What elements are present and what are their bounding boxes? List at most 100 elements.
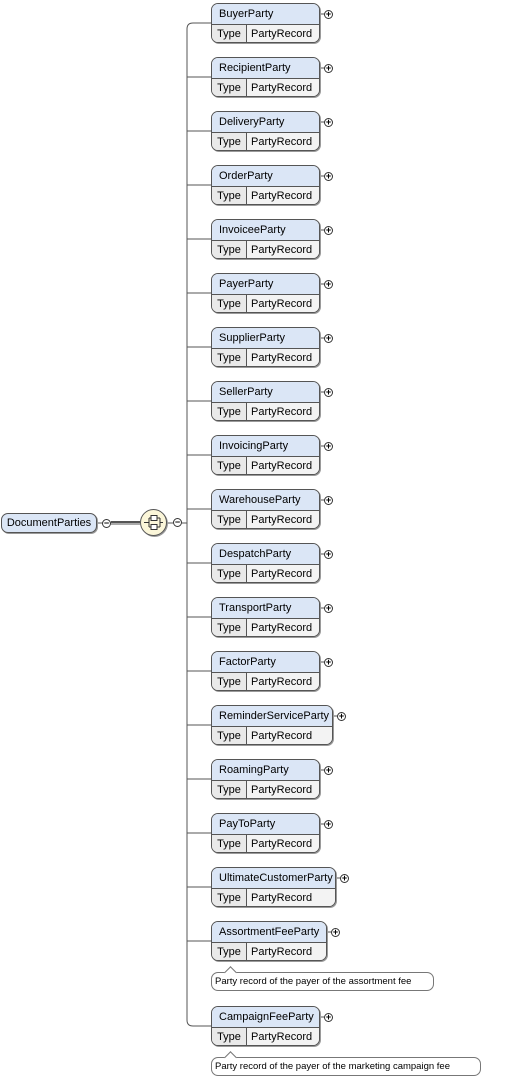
type-value: PartyRecord <box>247 727 332 744</box>
type-key-label: Type <box>212 241 247 258</box>
type-key-label: Type <box>212 187 247 204</box>
type-key-label: Type <box>212 565 247 582</box>
element-name: WarehouseParty <box>212 490 319 511</box>
type-key-label: Type <box>212 727 247 744</box>
type-key-label: Type <box>212 133 247 150</box>
element-name: AssortmentFeeParty <box>212 922 326 943</box>
type-value: PartyRecord <box>247 835 319 852</box>
minus-circle-icon[interactable]: − <box>173 517 182 527</box>
element-name: RoamingParty <box>212 760 319 781</box>
type-value: PartyRecord <box>247 403 319 420</box>
type-value: PartyRecord <box>247 943 326 960</box>
element-name: OrderParty <box>212 166 319 187</box>
plus-circle-icon[interactable]: + <box>324 819 333 829</box>
element-name: PayToParty <box>212 814 319 835</box>
type-value: PartyRecord <box>247 565 319 582</box>
plus-circle-icon[interactable]: + <box>324 495 333 505</box>
plus-circle-icon[interactable]: + <box>324 603 333 613</box>
plus-circle-icon[interactable]: + <box>324 1012 333 1022</box>
type-value: PartyRecord <box>247 295 319 312</box>
root-element[interactable]: DocumentParties <box>1 513 97 533</box>
plus-circle-icon[interactable]: + <box>324 9 333 19</box>
plus-circle-icon[interactable]: + <box>324 549 333 559</box>
type-value: PartyRecord <box>247 1028 319 1045</box>
type-key-label: Type <box>212 511 247 528</box>
plus-circle-icon[interactable]: + <box>324 171 333 181</box>
plus-circle-icon[interactable]: + <box>324 765 333 775</box>
type-key-label: Type <box>212 79 247 96</box>
plus-circle-icon[interactable]: + <box>324 387 333 397</box>
element-name: SupplierParty <box>212 328 319 349</box>
element-name: CampaignFeeParty <box>212 1007 319 1028</box>
type-value: PartyRecord <box>247 457 319 474</box>
plus-circle-icon[interactable]: + <box>340 873 349 883</box>
plus-circle-icon[interactable]: + <box>324 657 333 667</box>
root-element-label: DocumentParties <box>6 517 92 529</box>
element-name: BuyerParty <box>212 4 319 25</box>
type-value: PartyRecord <box>247 187 319 204</box>
type-value: PartyRecord <box>247 673 319 690</box>
minus-circle-icon[interactable]: − <box>102 518 111 528</box>
plus-circle-icon[interactable]: + <box>324 117 333 127</box>
element-name: FactorParty <box>212 652 319 673</box>
plus-circle-icon[interactable]: + <box>331 927 340 937</box>
type-key-label: Type <box>212 943 247 960</box>
bracket-line <box>186 22 194 1027</box>
type-value: PartyRecord <box>247 349 319 366</box>
plus-circle-icon[interactable]: + <box>324 279 333 289</box>
element-name: RecipientParty <box>212 58 319 79</box>
plus-circle-icon[interactable]: + <box>324 63 333 73</box>
plus-circle-icon[interactable]: + <box>324 333 333 343</box>
sequence-compositor-icon[interactable] <box>140 509 167 536</box>
element-name: SellerParty <box>212 382 319 403</box>
type-key-label: Type <box>212 673 247 690</box>
type-key-label: Type <box>212 25 247 42</box>
type-key-label: Type <box>212 295 247 312</box>
plus-circle-icon[interactable]: + <box>337 711 346 721</box>
type-key-label: Type <box>212 835 247 852</box>
type-value: PartyRecord <box>247 79 319 96</box>
type-key-label: Type <box>212 349 247 366</box>
type-value: PartyRecord <box>247 241 319 258</box>
type-key-label: Type <box>212 889 247 906</box>
annotation-note: Party record of the payer of the assortm… <box>211 972 434 991</box>
type-value: PartyRecord <box>247 619 319 636</box>
plus-circle-icon[interactable]: + <box>324 225 333 235</box>
plus-circle-icon[interactable]: + <box>324 441 333 451</box>
